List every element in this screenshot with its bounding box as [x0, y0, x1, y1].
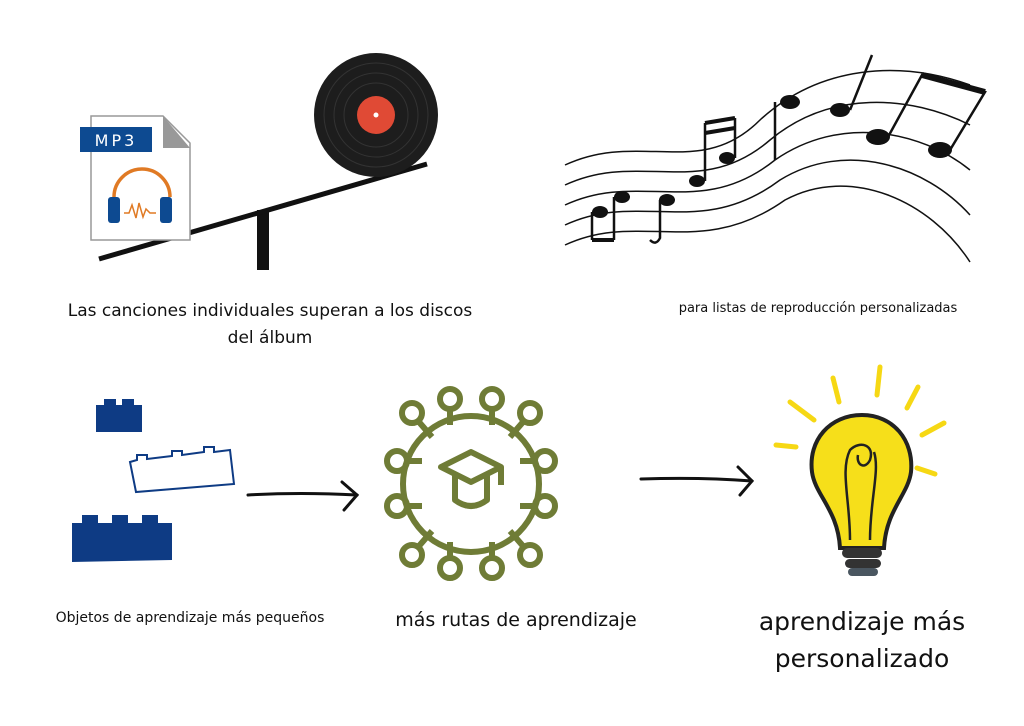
caption-more-paths: más rutas de aprendizaje [395, 609, 637, 631]
caption-small-objects: Objetos de aprendizaje más pequeños [56, 610, 325, 626]
caption-personalized-line1: aprendizaje más [759, 607, 965, 636]
seesaw-icon [98, 161, 428, 270]
caption-playlists: para listas de reproducción personalizad… [679, 301, 958, 316]
lightbulb-icon [773, 364, 947, 576]
vinyl-record-icon [314, 53, 438, 177]
mp3-label: MP3 [95, 131, 138, 150]
mp3-file-icon: MP3 [80, 115, 191, 241]
lego-bricks-icon [72, 399, 236, 562]
arrow-right-icon [639, 465, 755, 497]
caption-singles-line2: del álbum [228, 328, 313, 348]
learning-network-icon [384, 386, 558, 581]
caption-personalized-line2: personalizado [775, 644, 950, 673]
music-staff-icon [564, 54, 987, 263]
arrow-right-icon [246, 480, 360, 512]
caption-singles-line1: Las canciones individuales superan a los… [68, 301, 473, 321]
